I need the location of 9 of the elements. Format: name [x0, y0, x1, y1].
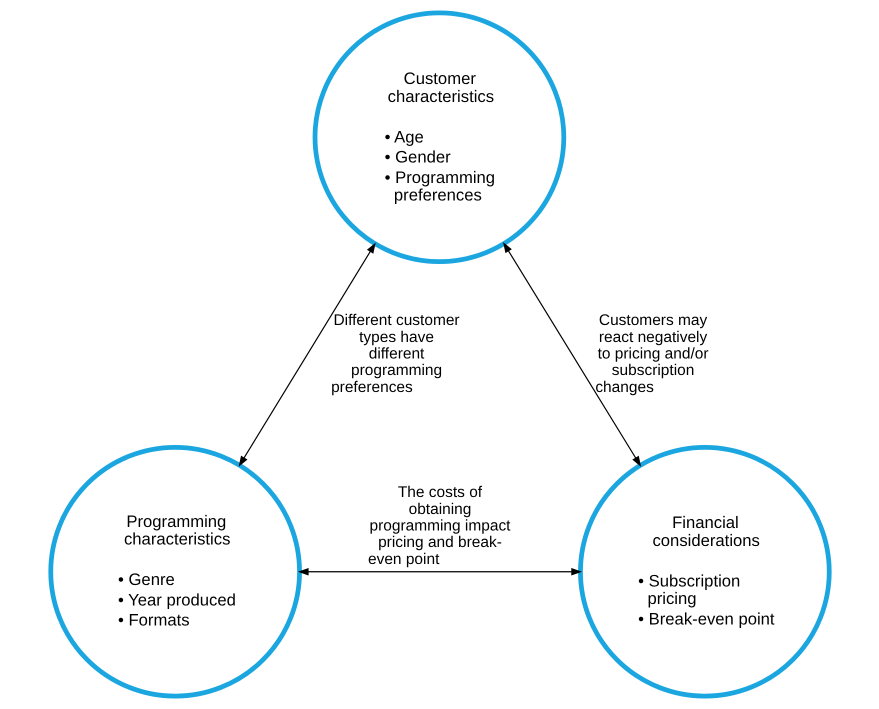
arrow — [502, 242, 641, 467]
node-circle: Financial considerations • Subscription pricing • Break-even point — [578, 444, 832, 698]
node-circle: Programming characteristics • Genre • Year produced • Formats — [48, 444, 302, 698]
node-circle: Customer characteristics • Age • Gender • Programming preferences — [312, 10, 566, 264]
arrow — [297, 568, 582, 576]
arrow — [238, 242, 376, 467]
edge-label: Different customer types have different programming preferences — [330, 312, 460, 396]
edge-label: Customers may react negatively to pricing and/or subscription changes — [594, 312, 708, 396]
edge-label: The costs of obtaining programming impact pricing and break-even point — [367, 484, 510, 568]
